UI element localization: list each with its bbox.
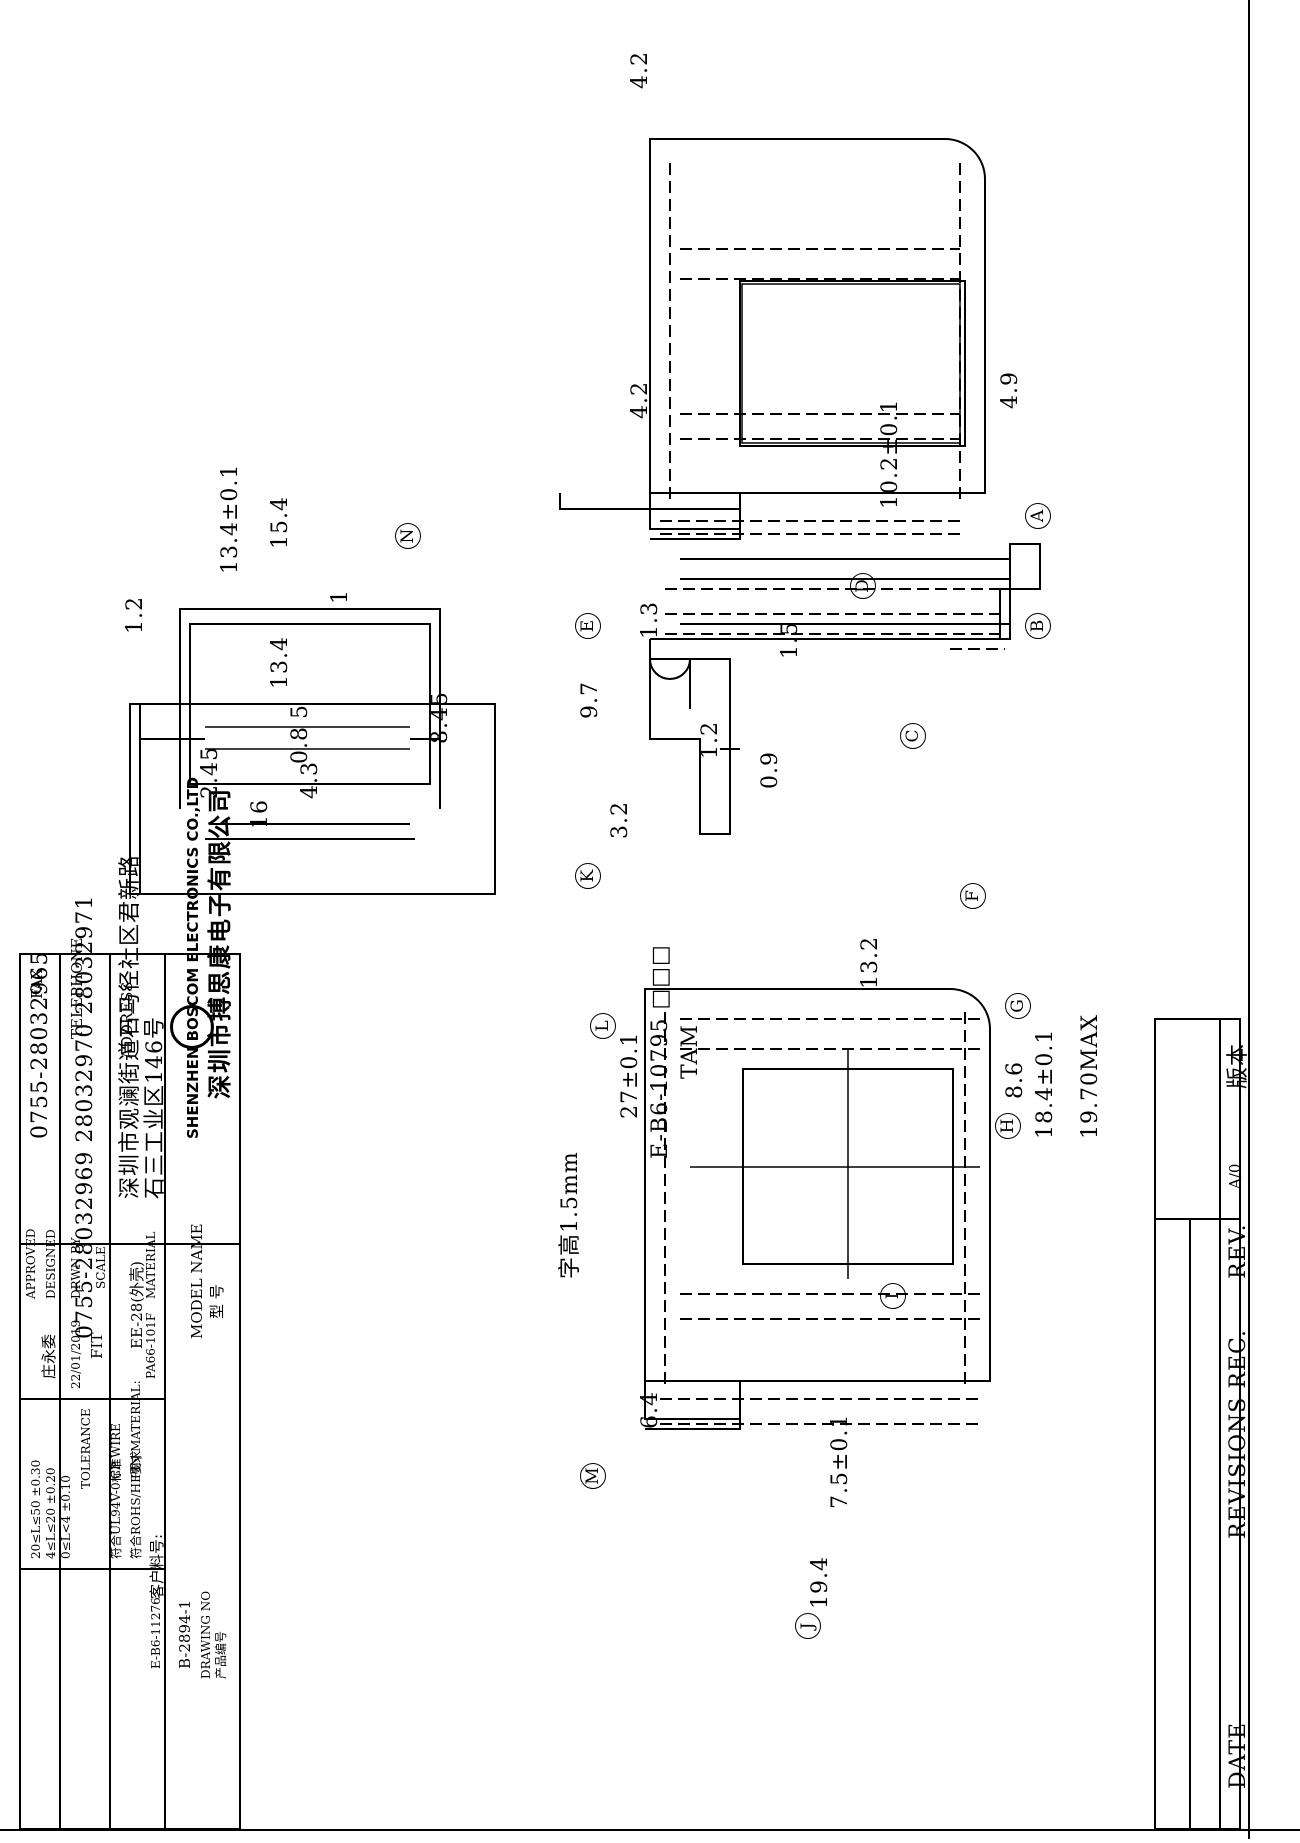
- customer-part: E-B6-11276: [149, 1597, 163, 1669]
- dim-bot-6.4: 6.4: [638, 1391, 663, 1429]
- tolerance-3: 20≤L≤50 ±0.30: [29, 1459, 43, 1559]
- drawn-label: DRWN BY: [69, 1237, 83, 1299]
- material-value: PA66-101F: [144, 1312, 158, 1379]
- dim-bot-27: 27±0.1: [618, 1031, 643, 1119]
- dim-end-5: 5: [288, 704, 313, 719]
- dim-end-13.4: 13.4: [268, 636, 293, 689]
- material-label: MATERIAL: [144, 1231, 158, 1299]
- datum-K: K: [575, 863, 601, 889]
- end-view-outline: [129, 608, 496, 895]
- marking-line1: TAM: [678, 1024, 703, 1079]
- datum-B: B: [1025, 613, 1051, 639]
- dim-bot-19.4: 19.4: [808, 1556, 833, 1609]
- datum-G: G: [1005, 993, 1031, 1019]
- marking-line2: E-B6-10795 □□□: [648, 944, 673, 1159]
- drawn-date: 22/01/2019: [69, 1319, 83, 1389]
- pin-material: 符合ROHS/HF要求: [129, 1450, 143, 1559]
- version-label: 版本: [1226, 1042, 1251, 1089]
- drawing-no: B-2894-1: [176, 1599, 194, 1669]
- company-name-cn: 深圳市搏思康电子有限公司: [205, 787, 234, 1099]
- drawing-no-label-cn: 产品编号: [214, 1630, 228, 1679]
- dim-side-10.2: 10.2±0.1: [878, 398, 903, 509]
- marking-note: 字高1.5mm: [558, 1151, 583, 1279]
- dim-side-3.2: 3.2: [608, 801, 633, 839]
- company-name-en: SHENZHEN BOSCOM ELECTRONICS CO.,LTD: [184, 776, 202, 1139]
- address-line2: 石三工业区146号: [143, 1016, 168, 1199]
- tolerance-label: TOLERANCE: [79, 1408, 93, 1489]
- dim-top-4.2b: 4.2: [628, 381, 653, 419]
- dim-bot-8.6: 8.6: [1003, 1061, 1028, 1099]
- datum-D: D: [850, 573, 876, 599]
- dim-end-15.4: 15.4: [268, 496, 293, 549]
- date-label: DATE: [1226, 1721, 1251, 1789]
- side-view-hidden: [665, 588, 1005, 650]
- top-view-hidden: [660, 159, 961, 535]
- dim-side-9.7: 9.7: [578, 681, 603, 719]
- customer-part-label: 客户料号:: [148, 1533, 166, 1599]
- bottom-view-outline: [644, 988, 991, 1430]
- model-label: MODEL NAME: [188, 1223, 206, 1339]
- dim-side-1.5: 1.5: [778, 621, 803, 659]
- top-view-outline: [559, 138, 986, 540]
- dim-end-16: 16: [248, 799, 273, 829]
- dim-end-1: 1: [328, 589, 353, 604]
- designer: 庄永委: [40, 1333, 58, 1379]
- bottom-view-hidden: [660, 1009, 985, 1425]
- revision-block-lines: [1154, 1018, 1241, 1830]
- dim-side-1.2: 1.2: [698, 721, 723, 759]
- datum-F: F: [960, 883, 986, 909]
- model-value: EE-28(外壳): [128, 1260, 146, 1349]
- dim-end-0.8: 0.8: [288, 726, 313, 764]
- scale-value: FIT: [88, 1332, 106, 1359]
- dim-side-1.3: 1.3: [638, 601, 663, 639]
- drawing-no-label: DRAWING NO: [199, 1590, 213, 1679]
- datum-N: N: [395, 523, 421, 549]
- dim-bot-7.5: 7.5±0.1: [828, 1413, 853, 1509]
- dim-top-4.9: 4.9: [998, 371, 1023, 409]
- datum-I: I: [880, 1283, 906, 1309]
- dim-bot-18.4: 18.4±0.1: [1033, 1028, 1058, 1139]
- scale-label: SCALE: [94, 1246, 108, 1289]
- dim-end-13.4tol: 13.4±0.1: [218, 463, 243, 574]
- dim-bot-13.2: 13.2: [858, 936, 883, 989]
- model-label-cn: 型 号: [208, 1284, 226, 1319]
- datum-L: L: [590, 1013, 616, 1039]
- datum-A: A: [1025, 503, 1051, 529]
- cp-wire: 符合UL94V-0标准: [109, 1458, 123, 1559]
- datum-C: C: [900, 723, 926, 749]
- dim-side-0.9: 0.9: [758, 751, 783, 789]
- dim-bot-19.70max: 19.70MAX: [1078, 1013, 1103, 1139]
- datum-J: J: [795, 1613, 821, 1639]
- dim-end-8.45: 8.45: [428, 691, 453, 744]
- datum-E: E: [575, 613, 601, 639]
- dim-end-1.2: 1.2: [123, 596, 148, 634]
- datum-M: M: [580, 1463, 606, 1489]
- tolerance-1: 0≤L<4 ±0.10: [59, 1475, 73, 1559]
- tolerance-2: 4≤L≤20 ±0.20: [44, 1467, 58, 1559]
- revisions-label: REVISIONS REC.: [1226, 1329, 1251, 1539]
- rev-label: REV.: [1226, 1223, 1251, 1279]
- title-block-lines: [19, 953, 241, 1830]
- approved-label: APPROVED: [24, 1228, 38, 1299]
- dim-end-4.3: 4.3: [298, 761, 323, 799]
- address-line1: 深圳市观澜街道石马径社区君新路: [118, 853, 143, 1199]
- datum-H: H: [995, 1113, 1021, 1139]
- version-value: A/0: [1226, 1163, 1244, 1189]
- designed-label: DESIGNED: [44, 1229, 58, 1299]
- dim-top-4.2a: 4.2: [628, 51, 653, 89]
- side-view-outline: [649, 543, 1041, 835]
- fax-value: 0755-28032965: [28, 950, 53, 1139]
